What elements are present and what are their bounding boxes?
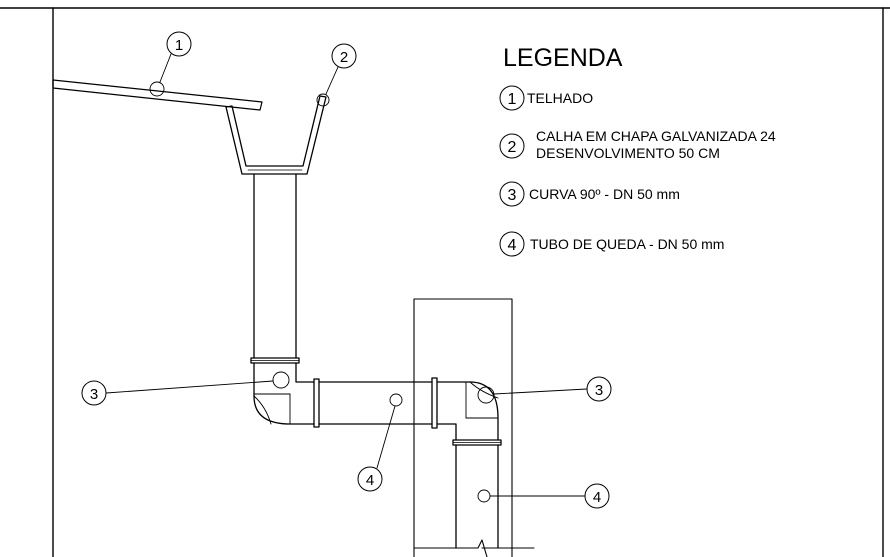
callout-elbow-right: 3 xyxy=(477,376,612,404)
callout-gutter-number: 2 xyxy=(340,49,348,66)
callout-pipe-horizontal: 4 xyxy=(357,393,403,492)
legend-item-elbow: 3 CURVA 90º - DN 50 mm xyxy=(499,181,680,207)
downpipe-lower xyxy=(452,439,502,549)
legend-item-roof: 1 TELHADO xyxy=(499,85,593,111)
legend-item-gutter: 2 CALHA EM CHAPA GALVANIZADA 24 DESENVOL… xyxy=(499,128,776,161)
legend-item-number: 3 xyxy=(508,187,517,204)
callout-roof-number: 1 xyxy=(175,37,183,54)
callout-pipe-vertical-number: 4 xyxy=(593,489,601,506)
elbow-right xyxy=(436,381,499,441)
sheet-frame xyxy=(0,7,890,557)
legend-item-downpipe: 4 TUBO DE QUEDA - DN 50 mm xyxy=(499,231,724,257)
legend-item-number: 1 xyxy=(508,91,517,108)
legend: LEGENDA 1 TELHADO 2 CALHA EM CHAPA GALVA… xyxy=(499,44,776,257)
wall-shaft xyxy=(413,298,535,557)
legend-item-number: 2 xyxy=(508,139,517,156)
roof xyxy=(52,79,263,111)
gutter xyxy=(225,95,327,175)
legend-item-text: TELHADO xyxy=(527,90,593,106)
callout-roof: 1 xyxy=(149,31,192,97)
legend-title: LEGENDA xyxy=(503,44,623,72)
downpipe-upper xyxy=(250,173,300,364)
callout-pipe-horizontal-number: 4 xyxy=(366,472,374,489)
legend-item-text: TUBO DE QUEDA - DN 50 mm xyxy=(530,236,724,252)
legend-item-number: 4 xyxy=(508,237,517,254)
callout-pipe-vertical: 4 xyxy=(477,483,610,509)
pipe-horizontal xyxy=(313,377,438,429)
callout-elbow-left: 3 xyxy=(81,371,290,406)
callout-elbow-left-number: 3 xyxy=(90,386,98,403)
elbow-left xyxy=(253,362,315,425)
legend-item-text: CALHA EM CHAPA GALVANIZADA 24 xyxy=(536,128,776,144)
callout-elbow-right-number: 3 xyxy=(595,382,603,399)
callout-gutter: 2 xyxy=(316,43,357,107)
legend-item-text: CURVA 90º - DN 50 mm xyxy=(529,186,680,202)
legend-item-text-line2: DESENVOLVIMENTO 50 CM xyxy=(536,145,720,161)
